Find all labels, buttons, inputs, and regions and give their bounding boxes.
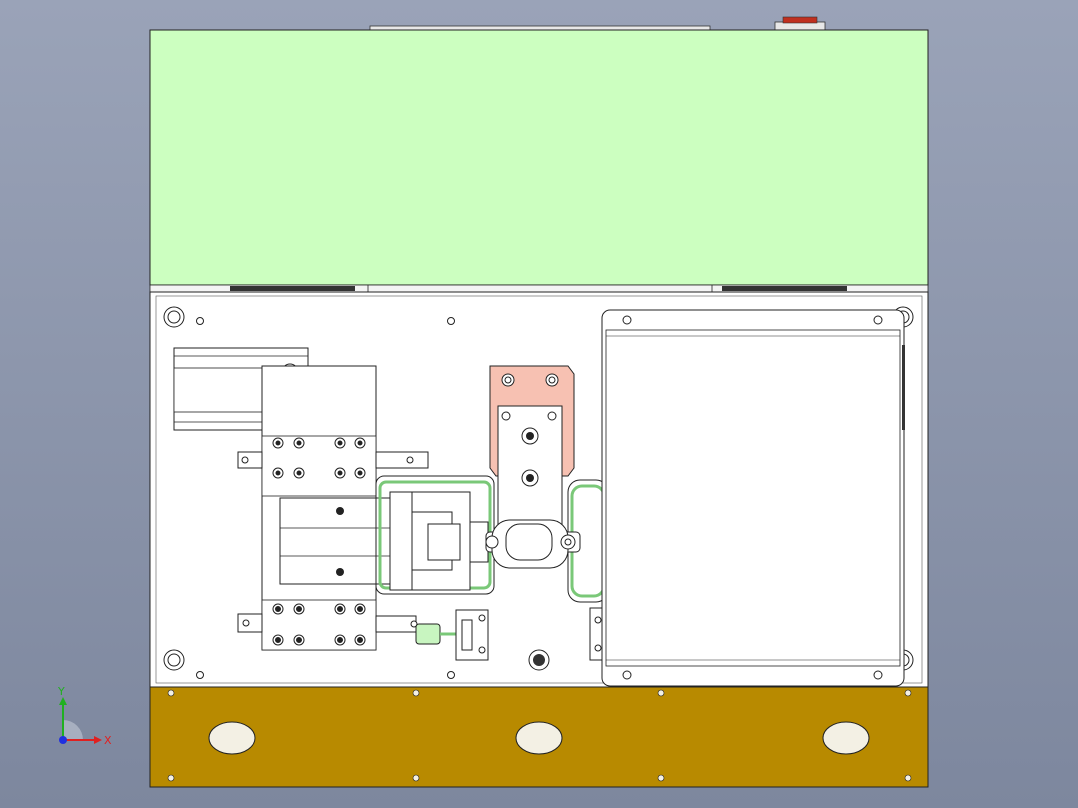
threaded-hole — [528, 649, 550, 671]
top-edge-strip — [369, 25, 711, 31]
pin-hole — [447, 317, 455, 325]
mounting-hole — [163, 649, 185, 671]
hinge-right — [722, 286, 847, 291]
rail-bar — [237, 451, 263, 469]
hole-pattern — [272, 437, 366, 646]
cover-panel — [149, 29, 929, 286]
x-axis-label: X — [104, 734, 112, 747]
slide-cylinder — [279, 497, 391, 585]
mounting-hole — [163, 306, 185, 328]
red-tag — [782, 16, 818, 24]
sensor-bracket — [375, 609, 489, 661]
front-plate — [149, 686, 929, 788]
rail-bar — [237, 613, 263, 633]
rail-bar — [375, 451, 429, 469]
x-axis-arrow — [94, 736, 102, 744]
hinge-left — [230, 286, 355, 291]
central-column — [497, 405, 563, 539]
pin-hole — [447, 671, 455, 679]
z-axis-origin — [59, 736, 67, 744]
right-enclosure — [601, 309, 905, 687]
coordinate-triad: Y X — [57, 685, 112, 747]
gripper-jaw — [389, 491, 489, 591]
rotary-clamp — [485, 519, 581, 569]
pin-hole — [196, 671, 204, 679]
y-axis-label: Y — [57, 685, 65, 698]
pin-hole — [196, 317, 204, 325]
y-axis-arrow — [59, 697, 67, 705]
